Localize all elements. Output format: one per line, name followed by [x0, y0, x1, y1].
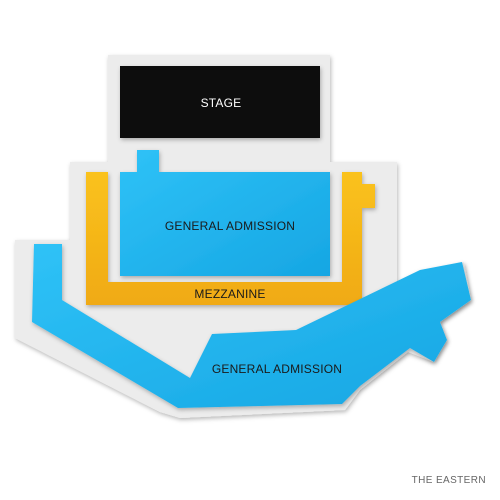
general-admission-floor-label: GENERAL ADMISSION — [165, 219, 295, 233]
general-admission-lower-label: GENERAL ADMISSION — [212, 362, 342, 376]
mezzanine-section[interactable]: MEZZANINE — [86, 172, 375, 305]
venue-name: THE EASTERN — [411, 475, 486, 486]
stage-section[interactable]: STAGE — [120, 66, 320, 138]
stage-label: STAGE — [201, 96, 242, 110]
mezzanine-label: MEZZANINE — [194, 287, 265, 301]
general-admission-floor-section[interactable]: GENERAL ADMISSION — [120, 150, 330, 276]
general-admission-lower-section[interactable]: GENERAL ADMISSION — [32, 244, 471, 408]
